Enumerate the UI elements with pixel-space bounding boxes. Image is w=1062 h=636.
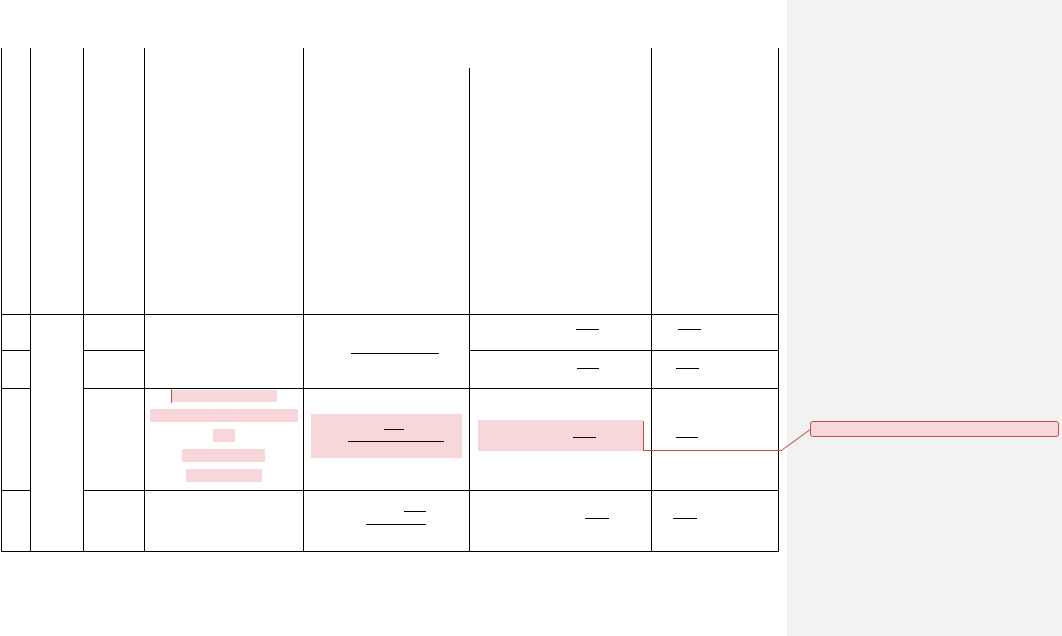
deleted-formula (478, 420, 643, 451)
table-border (83, 388, 779, 389)
revision-bracket (171, 389, 172, 403)
table-border (469, 350, 779, 351)
formula-bar (576, 329, 599, 330)
deleted-text (213, 429, 235, 442)
formula-bar (573, 437, 596, 438)
formula-bar (384, 429, 404, 430)
formula-bar (678, 329, 701, 330)
table-border (303, 48, 304, 552)
table-border (1, 388, 31, 389)
deleted-text (150, 409, 298, 422)
formula-bar (673, 518, 697, 519)
table-border (1, 314, 779, 315)
deleted-text (172, 390, 277, 402)
comment-bubble[interactable] (810, 421, 1059, 437)
formula-bar (404, 511, 426, 512)
formula-bar (351, 353, 439, 354)
formula-bar (348, 441, 444, 442)
table-border (83, 350, 145, 351)
table-border (1, 350, 31, 351)
table-border (83, 48, 84, 552)
deleted-text (182, 449, 265, 462)
comment-pane (787, 0, 1062, 636)
table-border (778, 48, 779, 552)
formula-bar (676, 368, 699, 369)
document-page (1, 48, 782, 552)
table-border (144, 48, 145, 552)
formula-bar (366, 524, 426, 525)
formula-bar (585, 518, 609, 519)
comment-anchor (643, 450, 782, 451)
table-border (1, 551, 779, 552)
formula-bar (577, 368, 599, 369)
deleted-text (186, 469, 262, 482)
table-border (469, 68, 470, 552)
table-border (1, 490, 31, 491)
comment-anchor (643, 421, 644, 451)
table-border (30, 48, 31, 552)
comment-connector-line (781, 428, 812, 451)
table-border (1, 48, 2, 552)
deleted-formula (311, 414, 462, 458)
table-border (83, 490, 779, 491)
table-border (651, 48, 652, 552)
formula-bar (676, 437, 698, 438)
